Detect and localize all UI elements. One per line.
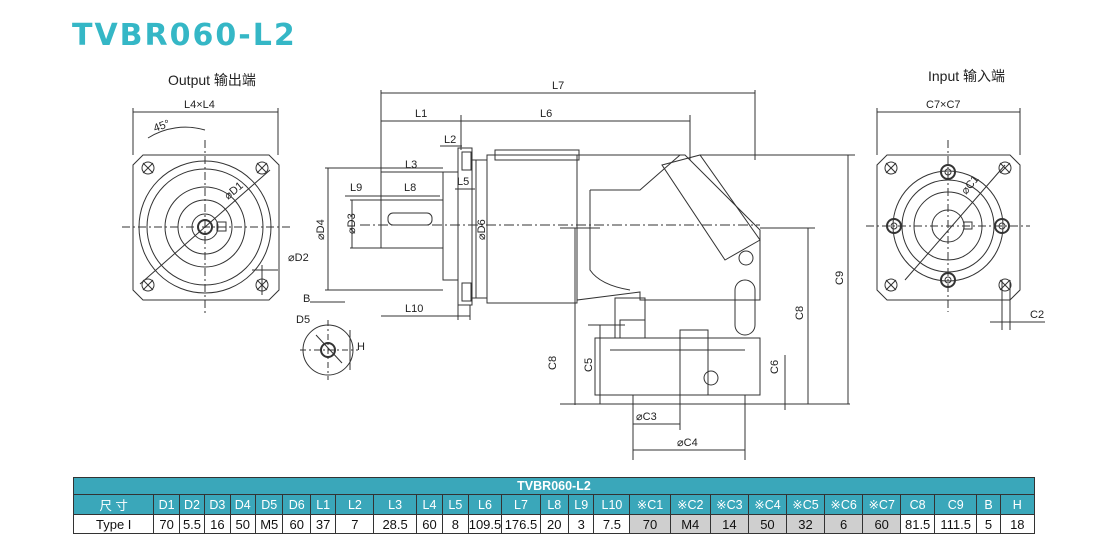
value-cell: 5.5 — [178, 514, 206, 534]
value-cell: 28.5 — [373, 514, 417, 534]
header-cell: ※C7 — [862, 494, 902, 515]
dim-C1: ⌀C1 — [959, 173, 981, 197]
input-view-label: Input 输入端 — [928, 68, 1006, 84]
header-cell: D3 — [204, 494, 231, 515]
header-cell: L4 — [415, 494, 444, 515]
dim-L1: L1 — [415, 108, 427, 120]
dim-L2: L2 — [444, 134, 456, 146]
dim-L5: L5 — [457, 176, 469, 188]
value-cell: 176.5 — [501, 514, 541, 534]
dim-C8-right: C8 — [794, 306, 806, 320]
value-cell: M4 — [669, 514, 711, 534]
header-cell: L5 — [442, 494, 469, 515]
value-cell: 8 — [442, 514, 469, 534]
header-cell: L3 — [373, 494, 417, 515]
dim-D4: ⌀D4 — [315, 219, 327, 240]
value-cell: 60 — [862, 514, 902, 534]
value-cell: 37 — [309, 514, 337, 534]
value-cell: Type I — [72, 514, 155, 534]
dim-L8: L8 — [404, 182, 416, 194]
dim-D2: ⌀D2 — [288, 252, 309, 264]
dim-C3: ⌀C3 — [636, 411, 657, 423]
header-cell: L1 — [309, 494, 337, 515]
dim-C9: C9 — [834, 271, 846, 285]
spec-table-title: TVBR060-L2 — [73, 477, 1035, 495]
header-cell: ※C4 — [747, 494, 787, 515]
header-cell: ※C6 — [824, 494, 864, 515]
dim-C8-left: C8 — [547, 356, 559, 370]
spec-table: TVBR060-L2 尺 寸 D1 D2 D3 D4 D5 D6 L1 L2 L… — [72, 477, 1036, 534]
value-cell: 70 — [629, 514, 671, 534]
header-cell: ※C1 — [629, 494, 671, 515]
value-cell: 50 — [747, 514, 787, 534]
spec-value-row: Type I 70 5.5 16 50 M5 60 37 7 28.5 60 8… — [72, 514, 1036, 534]
header-cell: L2 — [335, 494, 375, 515]
header-cell: L10 — [593, 494, 631, 515]
dim-C7xC7: C7×C7 — [926, 99, 961, 111]
header-cell: ※C3 — [709, 494, 749, 515]
value-cell: 16 — [204, 514, 231, 534]
spec-header-row: 尺 寸 D1 D2 D3 D4 D5 D6 L1 L2 L3 L4 L5 L6 … — [72, 494, 1036, 515]
value-cell: 7 — [335, 514, 375, 534]
value-cell: 6 — [824, 514, 864, 534]
value-cell: 7.5 — [593, 514, 631, 534]
value-cell: 3 — [568, 514, 595, 534]
value-cell: 60 — [415, 514, 444, 534]
header-cell: L8 — [539, 494, 570, 515]
value-cell: 50 — [229, 514, 256, 534]
header-cell: L7 — [501, 494, 541, 515]
header-cell: B — [976, 494, 1001, 515]
output-flange-view: L4×L4 45° ⌀D1 ⌀D2 — [122, 99, 309, 313]
dim-D6: ⌀D6 — [476, 219, 488, 240]
dim-C4: ⌀C4 — [677, 437, 698, 449]
value-cell: M5 — [254, 514, 284, 534]
dim-L9: L9 — [350, 182, 362, 194]
value-cell: 60 — [282, 514, 311, 534]
header-cell: 尺 寸 — [72, 494, 155, 515]
dim-L4xL4: L4×L4 — [184, 99, 215, 111]
value-cell: 18 — [999, 514, 1036, 534]
dim-D3: ⌀D3 — [346, 213, 358, 234]
output-view-label: Output 输出端 — [168, 72, 256, 88]
header-cell: D6 — [282, 494, 311, 515]
dim-L10: L10 — [405, 303, 423, 315]
value-cell: 109.5 — [467, 514, 503, 534]
header-cell: L9 — [568, 494, 595, 515]
dim-L3: L3 — [405, 159, 417, 171]
dim-C5: C5 — [583, 358, 595, 372]
value-cell: 70 — [153, 514, 180, 534]
dim-C2: C2 — [1030, 309, 1044, 321]
header-cell: D1 — [153, 494, 180, 515]
value-cell: 5 — [976, 514, 1001, 534]
header-cell: ※C2 — [669, 494, 711, 515]
key-section-view: B D5 H — [296, 293, 365, 380]
value-cell: 81.5 — [900, 514, 936, 534]
header-cell: L6 — [467, 494, 503, 515]
technical-drawing: L4×L4 45° ⌀D1 ⌀D2 B D5 — [122, 80, 1045, 460]
dim-L6: L6 — [540, 108, 552, 120]
header-cell: ※C5 — [785, 494, 826, 515]
value-cell: 20 — [539, 514, 570, 534]
input-bolt-holes — [884, 161, 1012, 292]
page-title: TVBR060-L2 — [72, 18, 297, 53]
dim-D5: D5 — [296, 314, 310, 326]
input-flange-view: C7×C7 ⌀C1 C2 — [866, 99, 1045, 330]
header-cell: D4 — [229, 494, 256, 515]
dim-L7: L7 — [552, 80, 564, 92]
value-cell: 32 — [785, 514, 826, 534]
value-cell: 14 — [709, 514, 749, 534]
side-view: L7 L1 L6 L2 L3 L5 L9 L8 ⌀D3 ⌀D4 — [315, 80, 855, 460]
value-cell: 111.5 — [934, 514, 978, 534]
dim-H: H — [357, 341, 365, 353]
dim-C6: C6 — [769, 360, 781, 374]
header-cell: D2 — [178, 494, 206, 515]
header-cell: H — [999, 494, 1036, 515]
header-cell: D5 — [254, 494, 284, 515]
header-cell: C8 — [900, 494, 936, 515]
dim-angle: 45° — [152, 118, 172, 135]
header-cell: C9 — [934, 494, 978, 515]
dim-B: B — [303, 293, 310, 305]
